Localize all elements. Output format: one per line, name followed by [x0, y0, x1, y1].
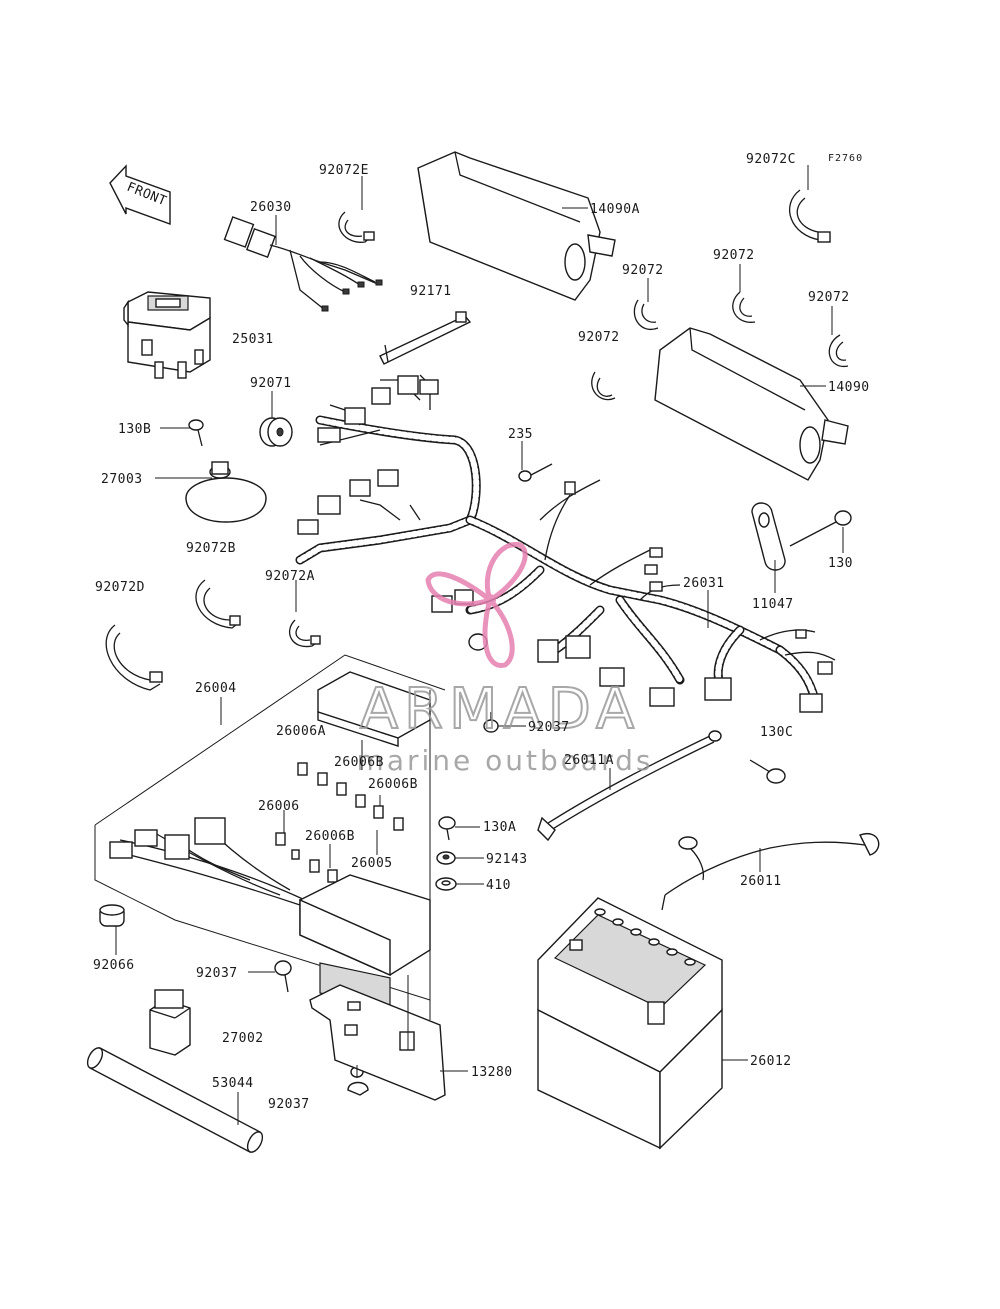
cable-26011a	[537, 730, 722, 842]
part-label: 92037	[196, 966, 238, 981]
clamp-92072e	[338, 211, 375, 243]
clamp-92072-2	[732, 291, 756, 323]
propeller-icon	[425, 542, 528, 668]
part-label: 26011	[740, 874, 782, 889]
clamp-92072b	[195, 579, 241, 629]
part-label: 130	[828, 556, 853, 571]
part-label: 92072E	[319, 163, 369, 178]
bolt-130	[789, 510, 852, 547]
cable-26011	[661, 832, 880, 911]
part-label: 26006B	[305, 829, 355, 844]
part-label: 26006A	[276, 724, 326, 739]
part-label: 92072	[808, 290, 850, 305]
bolt-130b	[188, 419, 204, 447]
sub-harness-26030	[223, 216, 383, 312]
part-label: 410	[486, 878, 511, 893]
bolt-235	[518, 463, 553, 482]
watermark-tagline: marine outboards	[357, 744, 654, 777]
part-label: 92072	[622, 263, 664, 278]
part-label: 26030	[250, 200, 292, 215]
horn-27003	[185, 461, 267, 523]
hour-meter-25031	[123, 291, 211, 379]
bolt-92037-middle	[274, 960, 292, 993]
part-label: 92071	[250, 376, 292, 391]
cover-14090a	[417, 151, 616, 301]
clamp-92072-4	[591, 371, 616, 401]
tube-53044	[86, 1047, 264, 1153]
watermark-brand: ARMADA	[360, 677, 640, 742]
part-label: 27003	[101, 472, 143, 487]
battery-26012	[537, 897, 723, 1150]
part-label: 26006B	[334, 755, 384, 770]
part-label: 27002	[222, 1031, 264, 1046]
part-label: 92037	[268, 1097, 310, 1112]
front-arrow-icon: FRONT	[109, 164, 171, 225]
cover-14090	[654, 327, 849, 481]
part-label: 26004	[195, 681, 237, 696]
part-label: 92072	[578, 330, 620, 345]
part-label: 92143	[486, 852, 528, 867]
clamp-92072-1	[633, 299, 659, 331]
part-label: 130A	[483, 820, 516, 835]
grommet-92066	[99, 904, 125, 927]
part-label: 26006B	[368, 777, 418, 792]
washer-92143	[436, 851, 456, 865]
relay-27002	[149, 989, 191, 1056]
part-label: 14090	[828, 380, 870, 395]
fuse-box-assembly-26004	[94, 654, 446, 1020]
bracket-92171	[379, 311, 472, 365]
part-label: 26005	[351, 856, 393, 871]
part-label: 92072A	[265, 569, 315, 584]
part-label: 92037	[528, 720, 570, 735]
part-label: 92072	[713, 248, 755, 263]
leader-lines	[115, 165, 844, 1125]
part-label: 92072B	[186, 541, 236, 556]
part-label: 26006	[258, 799, 300, 814]
part-label: 53044	[212, 1076, 254, 1091]
figure-code: F2760	[828, 153, 863, 164]
part-label: 26011A	[564, 753, 614, 768]
washer-410	[435, 877, 457, 891]
bolt-130a	[438, 816, 456, 841]
clamp-92072c	[789, 189, 831, 243]
grommet-92071	[259, 417, 293, 447]
part-label: 235	[508, 427, 533, 442]
watermark: ARMADA marine outboards	[357, 542, 654, 777]
part-label: 13280	[471, 1065, 513, 1080]
part-label: 25031	[232, 332, 274, 347]
part-label: 26031	[683, 576, 725, 591]
plate-11047	[751, 502, 786, 571]
clamp-92072a	[289, 619, 321, 648]
part-label: 92072D	[95, 580, 145, 595]
main-harness-26031	[295, 374, 836, 713]
clamp-92072d	[105, 624, 163, 691]
part-label: 92066	[93, 958, 135, 973]
part-label: 130C	[760, 725, 793, 740]
part-label: 11047	[752, 597, 794, 612]
part-labels: 92072E 26030 14090A 92072C 92171 25031 9…	[93, 152, 870, 1112]
part-label: 92072C	[746, 152, 796, 167]
part-label: 92171	[410, 284, 452, 299]
bracket-13280	[309, 975, 446, 1101]
clamp-92072-3	[828, 334, 849, 367]
bolt-130c	[749, 759, 786, 784]
part-label: 130B	[118, 422, 151, 437]
part-label: 26012	[750, 1054, 792, 1069]
part-label: 14090A	[590, 202, 640, 217]
